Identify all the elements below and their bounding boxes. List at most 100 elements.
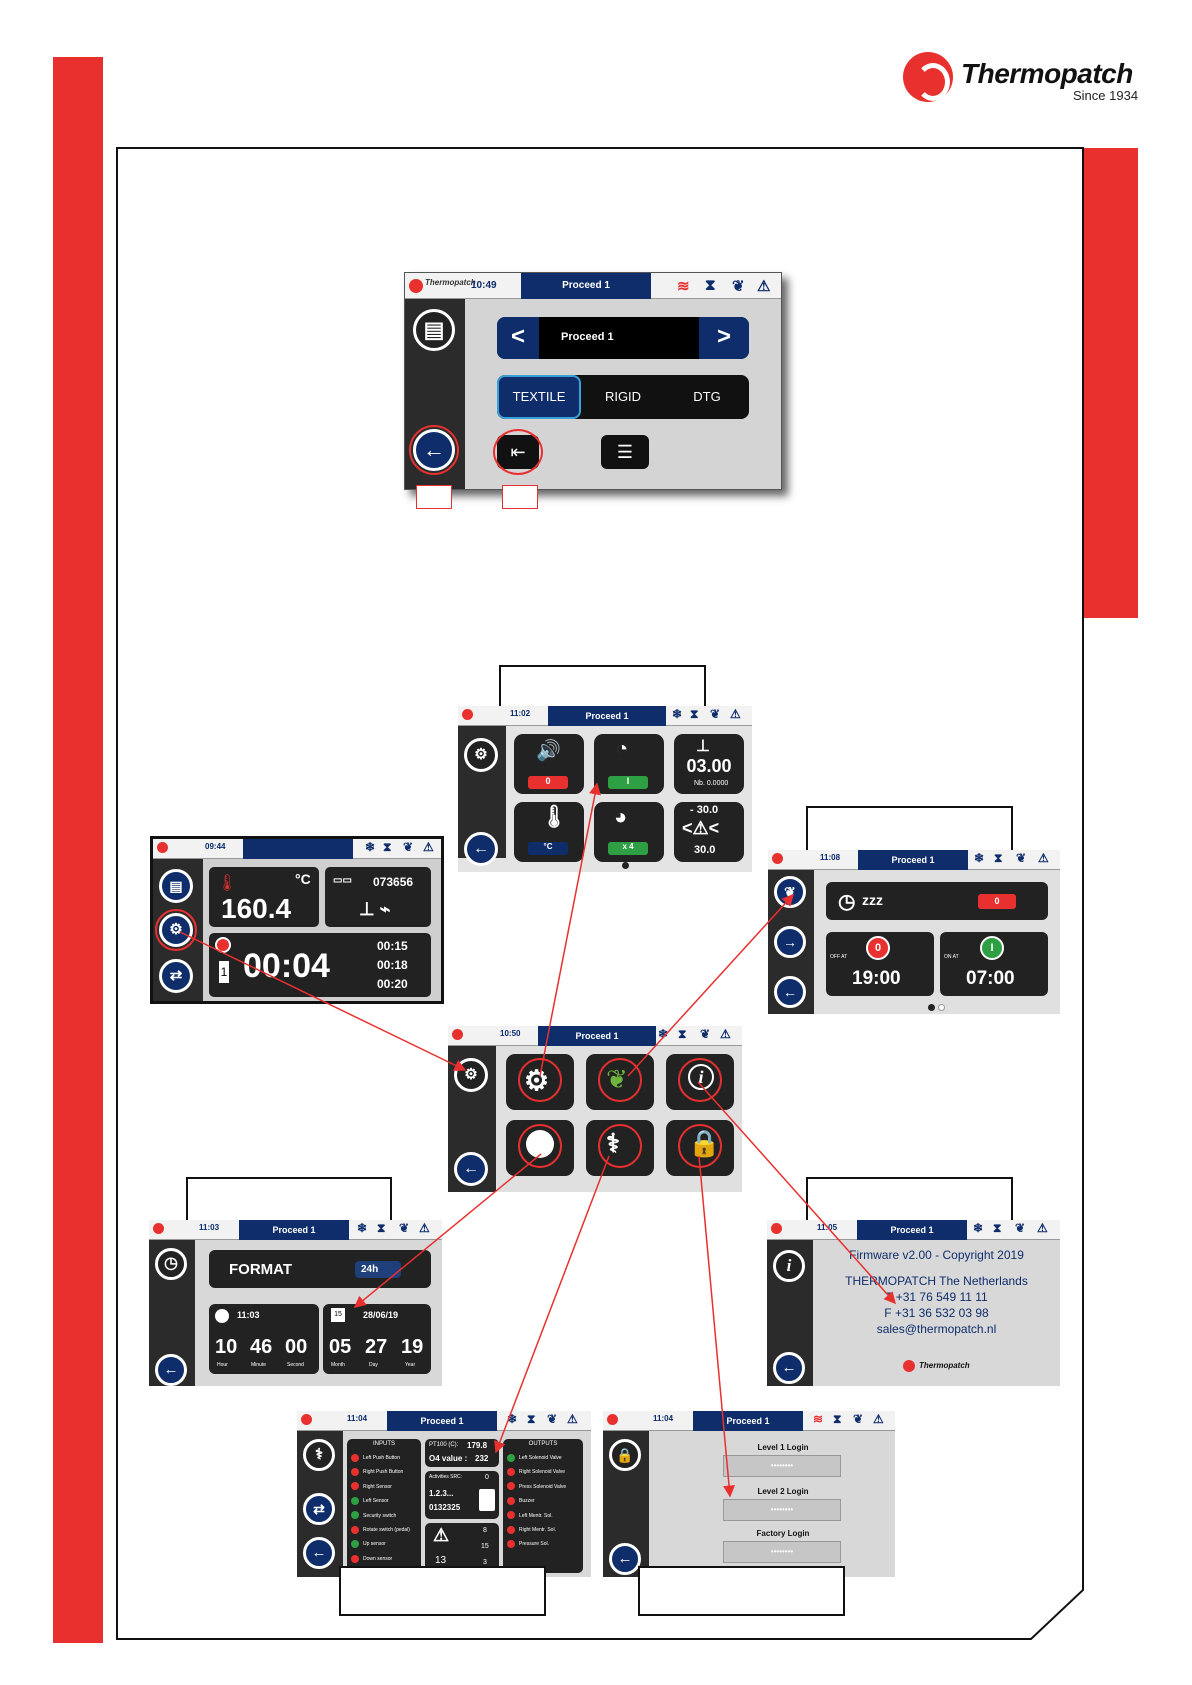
time-3: 00:20 [377, 977, 408, 991]
back-arrow-icon[interactable]: ← [454, 1152, 488, 1186]
temp-unit-toggle[interactable]: °C [528, 842, 568, 855]
input-label: Down sensor [363, 1555, 393, 1562]
page-dot-active[interactable] [622, 862, 629, 869]
month-value[interactable]: 05 [329, 1336, 352, 1358]
sensor-values-tile: PT100 (C): 179.8 O4 value : 232 [425, 1439, 499, 1467]
alarm-toggle[interactable]: I [608, 776, 648, 789]
thermopatch-small-logo-icon [772, 853, 783, 864]
off-time: 19:00 [852, 968, 901, 989]
book-icon[interactable]: ▤ [413, 309, 455, 351]
time-tile[interactable]: 11:03 10 46 00 Hour Minute Second [209, 1304, 319, 1374]
led-red-icon [507, 1525, 515, 1534]
stethoscope-icon[interactable]: ⚕ [303, 1439, 335, 1471]
year-value[interactable]: 19 [401, 1336, 424, 1358]
format-tile[interactable]: FORMAT 24h [209, 1250, 431, 1288]
back-arrow-icon[interactable]: ← [155, 1354, 187, 1386]
gears-icon[interactable]: ⚙ [464, 738, 498, 772]
temperature-tile: 🌡 °C 160.4 [209, 867, 319, 927]
day-value[interactable]: 27 [365, 1336, 388, 1358]
snowflake-icon: ❄ [672, 707, 683, 721]
swap-icon[interactable]: ⇄ [303, 1493, 335, 1525]
swap-icon[interactable]: ⇄ [159, 959, 193, 993]
second-value[interactable]: 00 [285, 1336, 308, 1358]
factory-label: Factory Login [756, 1529, 810, 1538]
time-2: 00:18 [377, 958, 408, 972]
output-label: Pressure Sol. [519, 1541, 550, 1548]
p-value-3: 3 [483, 1559, 487, 1566]
input-label: Up sensor [363, 1541, 386, 1548]
next-process-button[interactable]: > [699, 317, 749, 359]
tab-dtg[interactable]: DTG [693, 389, 721, 404]
topbar-time: 11:03 [199, 1223, 220, 1232]
current-time: 11:03 [237, 1310, 260, 1320]
highlight-circle [678, 1058, 722, 1102]
temp-unit-tile[interactable]: 🌡 °C [514, 802, 584, 862]
clock-icon[interactable]: ◷ [155, 1248, 187, 1280]
highlight-circle [598, 1124, 642, 1168]
brand-logo: Thermopatch Since 1934 [903, 52, 1143, 106]
format-label: FORMAT [229, 1261, 293, 1278]
heat-icon: ≋ [677, 278, 690, 295]
limits-tile[interactable]: - 30.0 <⚠< 30.0 [674, 802, 744, 862]
on-caption: ON AT [944, 954, 959, 960]
counter-tile[interactable]: ⊥ 03.00 Nb. 0.0000 [674, 734, 744, 794]
led-red-icon [507, 1468, 515, 1477]
level1-password-field[interactable]: •••••••• [723, 1455, 841, 1477]
page-frame [116, 147, 1084, 1640]
date-tile[interactable]: 15 28/06/19 05 27 19 Month Day Year [323, 1304, 431, 1374]
temp-unit: °C [295, 871, 311, 887]
hour-label: Hour [217, 1362, 228, 1368]
topbar-time: 11:04 [347, 1414, 368, 1423]
lock-icon[interactable]: 🔒 [609, 1439, 641, 1471]
sleep-tile[interactable]: ◷ zzz 0 [826, 882, 1048, 920]
press-count-toggle[interactable]: x 4 [608, 842, 648, 855]
sleep-label: zzz [862, 892, 883, 908]
press-count-tile[interactable]: ◕ x 4 [594, 802, 664, 862]
on-time-tile[interactable]: ON AT I 07:00 [940, 932, 1048, 996]
back-arrow-icon[interactable]: ← [773, 1352, 805, 1384]
tab-rigid[interactable]: RIGID [604, 389, 642, 404]
led-red-icon [507, 1482, 515, 1491]
output-row: Pressure Sol. [507, 1537, 566, 1551]
back-arrow-icon[interactable]: ← [774, 976, 806, 1008]
back-arrow-icon[interactable]: ← [303, 1537, 335, 1569]
warning-icon: ⚠ [1037, 1221, 1048, 1235]
hourglass-icon: ⧗ [383, 840, 392, 854]
sound-tile[interactable]: 🔊 0 [514, 734, 584, 794]
list-icon[interactable]: ☰ [601, 435, 649, 469]
book-icon[interactable]: ▤ [159, 869, 193, 903]
page-dot[interactable] [938, 1004, 945, 1011]
next-arrow-icon[interactable]: → [774, 926, 806, 958]
company-line: THERMOPATCH The Netherlands [845, 1274, 1028, 1288]
led-red-icon [351, 1554, 359, 1563]
back-arrow-icon[interactable]: ← [464, 832, 498, 866]
back-arrow-icon[interactable]: ← [609, 1543, 641, 1575]
leaf-icon[interactable]: ❦ [774, 876, 806, 908]
off-time-tile[interactable]: OFF AT 0 19:00 [826, 932, 934, 996]
hour-value[interactable]: 10 [215, 1336, 238, 1358]
inputs-header: INPUTS [372, 1441, 395, 1447]
sound-toggle[interactable]: 0 [528, 776, 568, 789]
email-line[interactable]: sales@thermopatch.nl [876, 1322, 997, 1336]
gears-icon[interactable]: ⚙ [454, 1058, 488, 1092]
led-green-icon [351, 1496, 359, 1505]
level2-password-field[interactable]: •••••••• [723, 1499, 841, 1521]
minute-value[interactable]: 46 [250, 1336, 273, 1358]
sleep-toggle[interactable]: 0 [978, 894, 1016, 909]
alert-count: 13 [435, 1555, 447, 1566]
input-label: Left Push Button [363, 1455, 400, 1461]
format-toggle[interactable]: 24h [355, 1261, 401, 1278]
output-label: Right Solenoid Valve [519, 1469, 566, 1476]
timer-value: 00:04 [243, 947, 330, 985]
alarm-tile[interactable]: ◔ I [594, 734, 664, 794]
left-red-margin-bar [53, 57, 103, 1643]
tab-textile[interactable]: TEXTILE [497, 375, 581, 419]
prev-process-button[interactable]: < [497, 317, 539, 359]
leaf-icon: ❦ [547, 1412, 558, 1426]
timer-icon [215, 937, 231, 953]
factory-password-field[interactable]: •••••••• [723, 1541, 841, 1563]
settings-screen: 11:02 Proceed 1 ❄ ⧗ ❦ ⚠ ⚙ ← 🔊 0 ◔ I ⊥ 03… [458, 706, 752, 872]
info-icon[interactable]: i [773, 1250, 805, 1282]
page-dot-active[interactable] [928, 1004, 935, 1011]
level2-label: Level 2 Login [757, 1487, 809, 1496]
